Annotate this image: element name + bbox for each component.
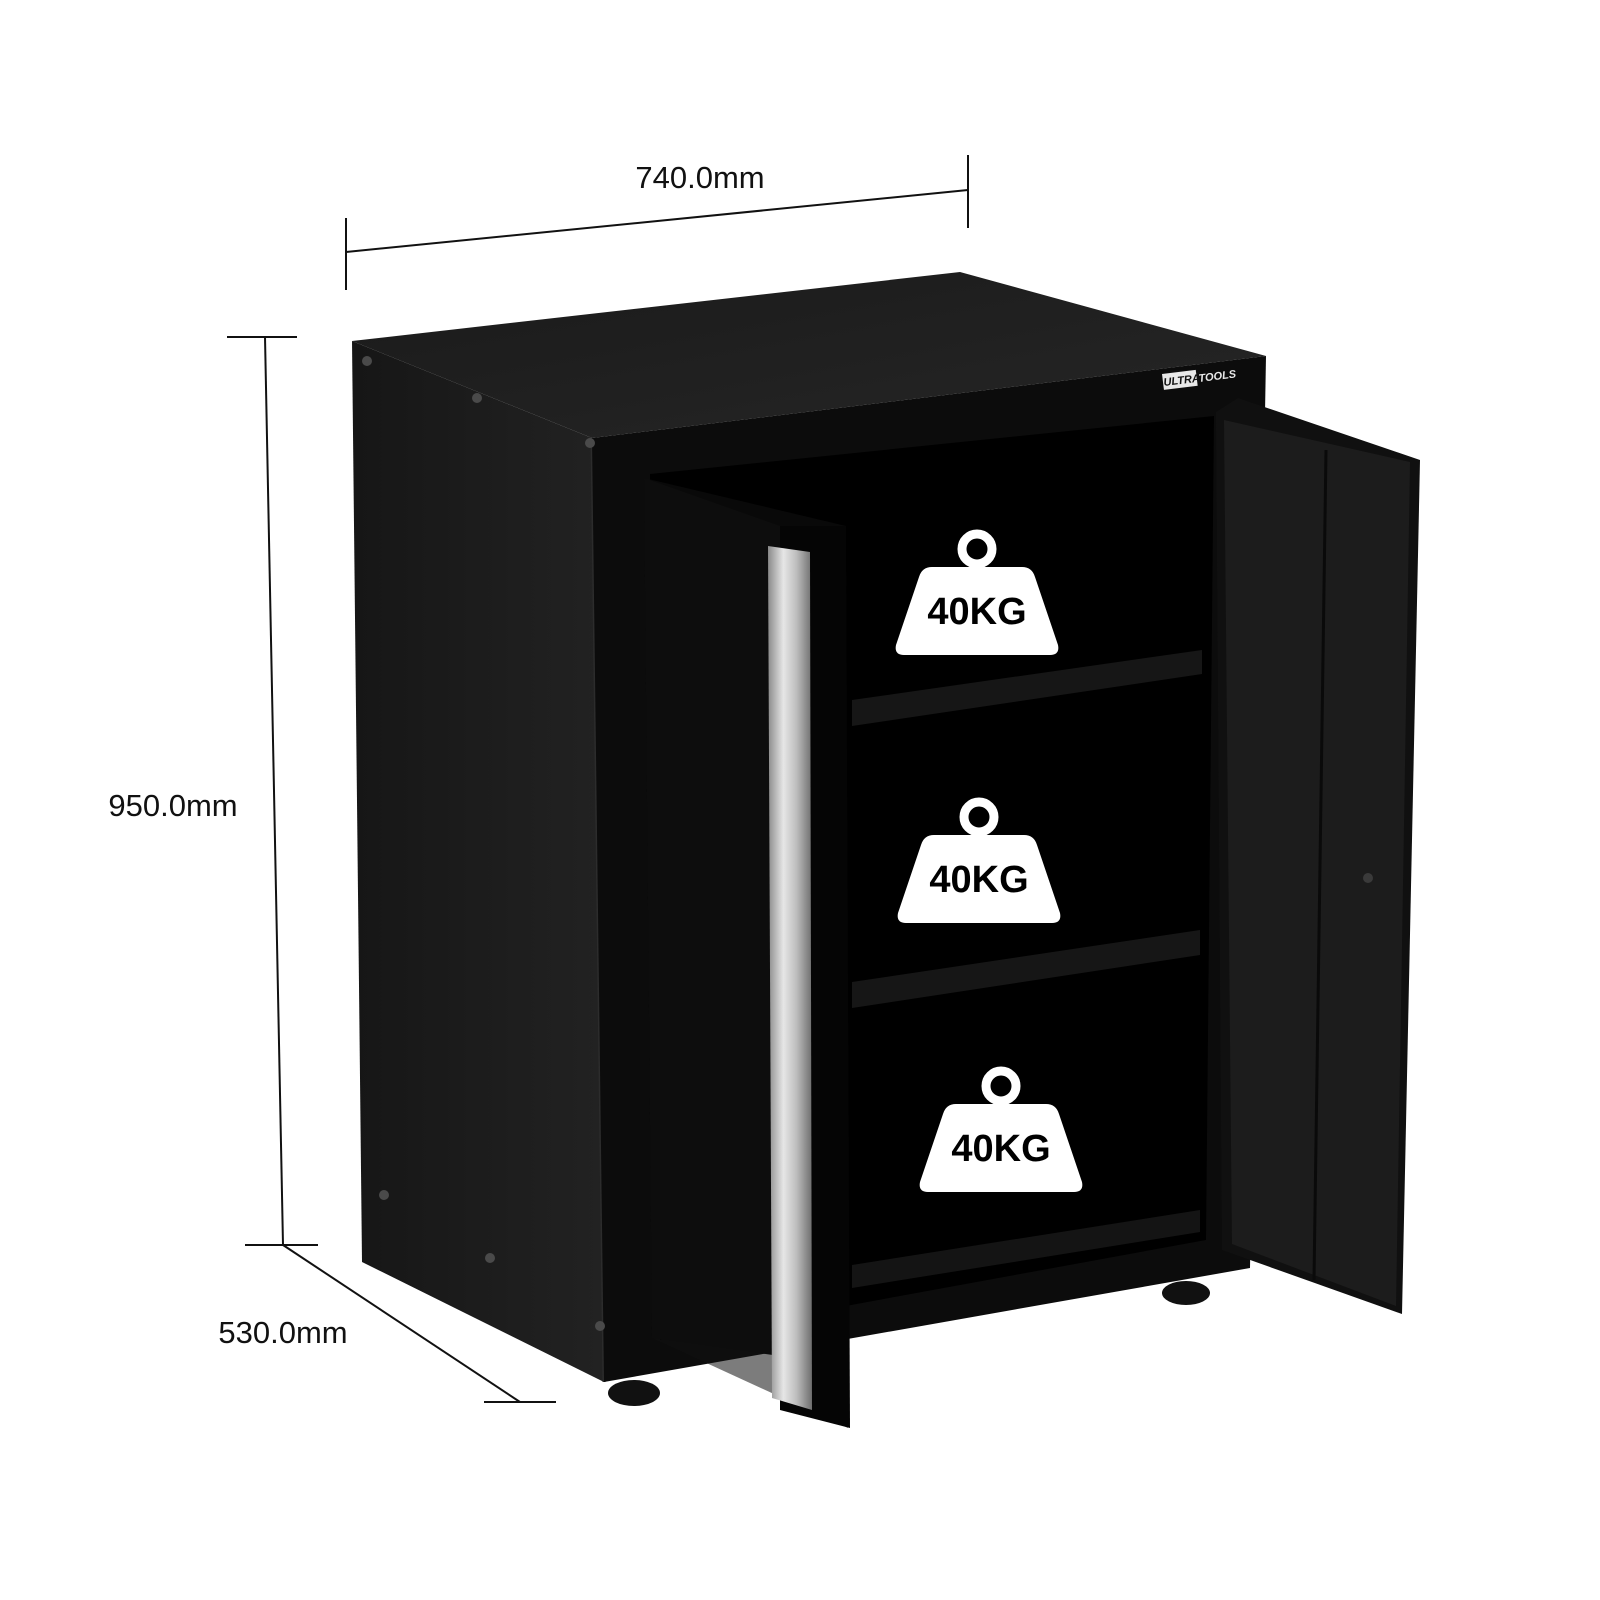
cabinet-door-left[interactable] <box>644 478 850 1428</box>
cabinet-shelf-upper <box>852 650 1202 726</box>
cabinet-foot-front-left <box>608 1380 660 1406</box>
weight-label: 40KG <box>929 859 1028 901</box>
width-dimension: 740.0mm <box>345 155 969 290</box>
width-dimension-label: 740.0mm <box>635 160 764 195</box>
weight-label: 40KG <box>927 591 1026 633</box>
cabinet-door-right[interactable] <box>1216 398 1420 1314</box>
svg-text:ULTRA: ULTRA <box>1163 373 1201 389</box>
depth-dimension: 530.0mm <box>218 1244 556 1403</box>
height-dimension-label: 950.0mm <box>108 788 237 823</box>
shelf-capacity-top: 40KG <box>896 534 1059 655</box>
shelf-capacity-middle: 40KG <box>898 802 1061 923</box>
width-dimension-line <box>345 189 969 253</box>
weight-label: 40KG <box>951 1128 1050 1170</box>
cabinet-shelf-lower <box>852 930 1200 1008</box>
cabinet-side-panel <box>352 341 604 1382</box>
cabinet: ULTRA TOOLS <box>352 272 1420 1428</box>
cabinet-bolts <box>362 356 605 1331</box>
door-handle[interactable] <box>768 546 812 1410</box>
door-lock[interactable] <box>1363 873 1373 883</box>
height-dimension: 950.0mm <box>108 336 318 1246</box>
svg-text:TOOLS: TOOLS <box>1198 368 1238 385</box>
cabinet-foot-front-right <box>1162 1281 1210 1305</box>
shelf-capacity-bottom: 40KG <box>920 1071 1083 1192</box>
height-dimension-line <box>264 336 284 1246</box>
cabinet-top <box>352 272 1266 438</box>
depth-dimension-line <box>282 1244 521 1403</box>
brand-logo: ULTRA TOOLS <box>1162 368 1238 390</box>
depth-dimension-label: 530.0mm <box>218 1315 347 1350</box>
cabinet-floor <box>852 1210 1200 1288</box>
